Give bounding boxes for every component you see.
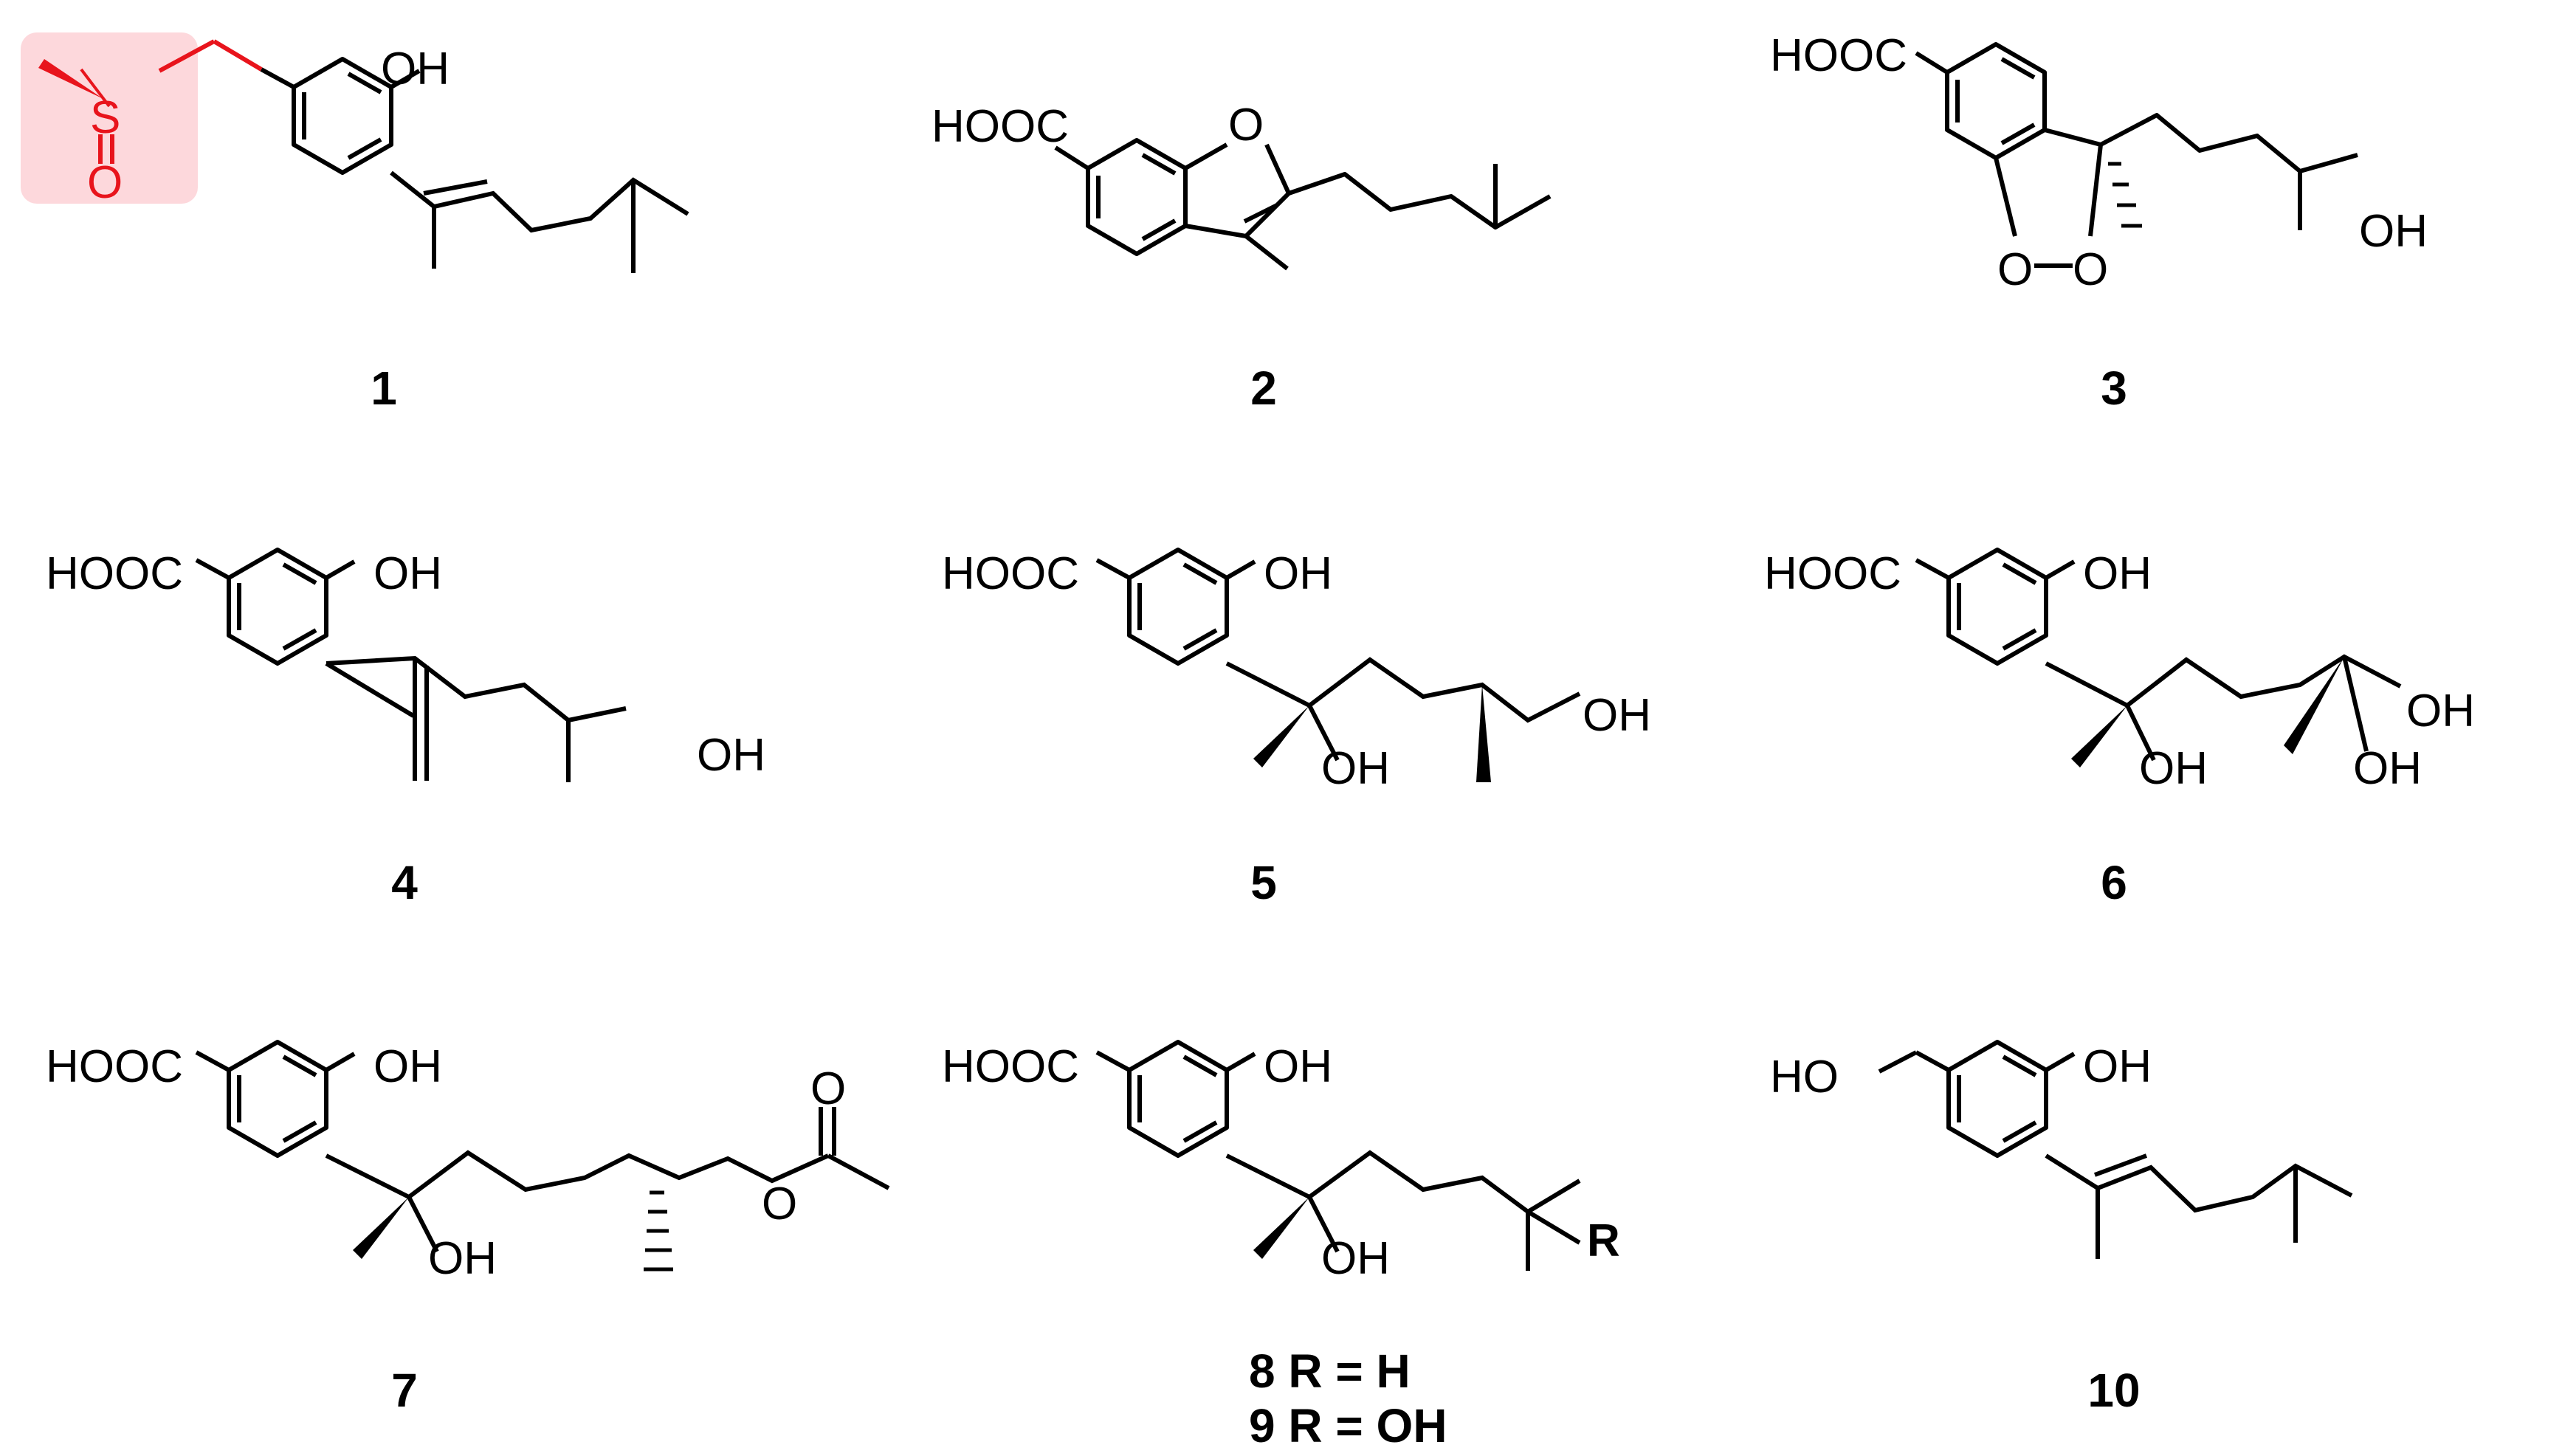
wedge-bond [1253,705,1309,767]
compound-7: HOOC OH OH O O 7 [46,1041,890,1417]
atom-label: OH [1321,743,1390,794]
atom-label: HOOC [942,548,1079,599]
atom-label: O [1997,244,2033,295]
compound-label: 7 [391,1364,418,1417]
atom-label: OH [2083,548,2152,599]
compound-label: 2 [1250,362,1277,415]
atom-label: OH [1583,690,1651,741]
compound-label: 5 [1250,856,1277,909]
wedge-bond [2284,657,2344,754]
atom-label: O [2073,244,2108,295]
compound-label: 10 [2087,1364,2140,1417]
atom-label: OH [373,548,442,599]
wedge-bond [38,59,103,99]
compound-4: HOOC OH OH 4 [46,548,765,909]
atom-label: S [90,92,120,143]
compound-label: 9 R = OH [1249,1399,1447,1452]
atom-label: O [762,1179,797,1229]
atom-label: OH [2083,1041,2152,1092]
atom-label: HOOC [942,1041,1079,1092]
compound-10: HO OH 10 [1770,1041,2353,1417]
atom-label: OH [1264,548,1332,599]
atom-label: HOOC [46,548,183,599]
wedge-bond [1476,685,1491,782]
wedge-bond [2071,705,2127,767]
atom-label: OH [373,1041,442,1092]
compound-3: HOOC OH O O 3 [1770,30,2428,415]
atom-label: R [1587,1215,1620,1266]
compound-label: 4 [391,856,418,909]
atom-label: OH [2353,743,2422,794]
wedge-bond [1253,1197,1309,1259]
atom-label: OH [697,730,765,781]
compound-5: HOOC OH OH OH 5 [942,548,1651,909]
atom-label: O [1228,100,1264,151]
atom-label: HOOC [932,101,1069,152]
wedge-bond [353,1197,409,1259]
atom-label: HOOC [46,1041,183,1092]
compound-8-9: HOOC OH OH R 8 R = H 9 R = OH [942,1041,1620,1452]
atom-label: OH [1264,1041,1332,1092]
compound-label: 3 [2101,362,2127,415]
atom-label: HO [1770,1052,1839,1103]
hash-bond [644,1190,673,1272]
compound-label: 8 R = H [1249,1345,1411,1398]
atom-label: OH [1321,1233,1390,1284]
atom-label: OH [2359,206,2428,257]
compound-label: 1 [371,362,397,415]
compound-1: OH S O 1 [21,32,689,415]
atom-label: OH [2406,686,2475,736]
atom-label: HOOC [1770,30,1907,81]
atom-label: OH [2139,743,2208,794]
compound-label: 6 [2101,856,2127,909]
compound-2: HOOC O 2 [932,100,1552,415]
compound-6: HOOC OH OH OH OH 6 [1764,548,2475,909]
atom-label: O [87,157,123,208]
atom-label: OH [381,44,450,94]
atom-label: OH [428,1233,497,1284]
atom-label: HOOC [1764,548,1901,599]
atom-label: O [810,1063,846,1114]
